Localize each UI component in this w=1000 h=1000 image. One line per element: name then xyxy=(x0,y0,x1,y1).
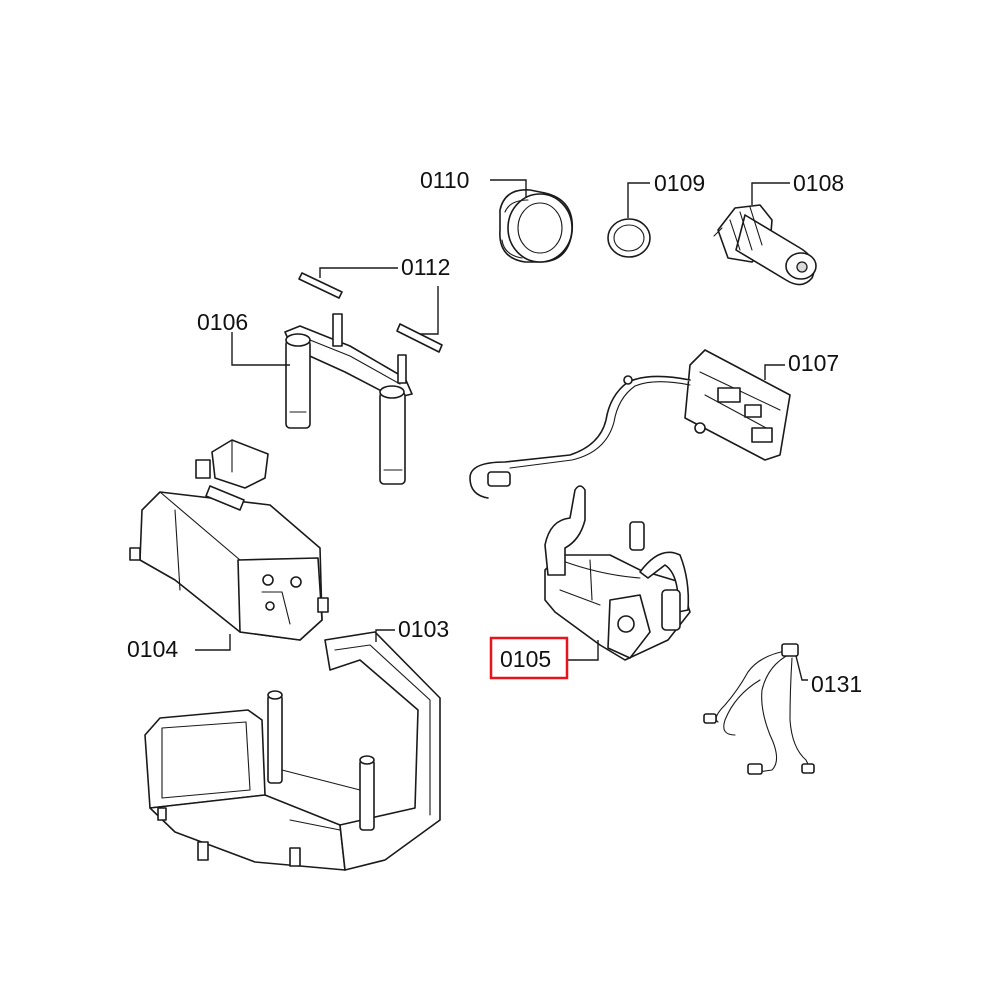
leader-0112b xyxy=(420,286,439,335)
leader-0104 xyxy=(195,634,231,651)
part-label-0109: 0109 xyxy=(654,170,705,196)
part-label-0131: 0131 xyxy=(811,671,862,697)
leader-0106 xyxy=(231,332,290,366)
part-0131-drawing[interactable] xyxy=(703,643,815,775)
leader-0103 xyxy=(375,629,395,642)
leader-0105 xyxy=(566,640,599,661)
part-label-0107: 0107 xyxy=(788,350,839,376)
leader-0131 xyxy=(795,655,808,681)
part-0104-drawing[interactable] xyxy=(129,439,329,641)
part-0103-drawing[interactable] xyxy=(144,631,441,871)
part-0109-drawing[interactable] xyxy=(607,218,651,258)
part-0108-drawing[interactable] xyxy=(713,204,817,286)
part-0105-highlight xyxy=(489,636,569,680)
part-label-0106: 0106 xyxy=(197,309,248,335)
part-label-0104: 0104 xyxy=(127,636,178,662)
part-label-0108: 0108 xyxy=(793,170,844,196)
part-label-0105: 0105 xyxy=(500,646,551,672)
part-label-0103: 0103 xyxy=(398,616,449,642)
part-label-0110: 0110 xyxy=(420,167,469,193)
leader-0110 xyxy=(490,179,527,198)
part-0112-drawing[interactable] xyxy=(298,272,443,353)
leader-0109 xyxy=(627,182,650,218)
part-label-0112: 0112 xyxy=(401,254,450,280)
part-0107-drawing[interactable] xyxy=(469,349,791,499)
leader-0107 xyxy=(764,364,785,380)
leader-0112 xyxy=(319,267,398,278)
part-0105-drawing[interactable] xyxy=(544,485,691,661)
part-0110-drawing[interactable] xyxy=(499,189,574,263)
part-0106-drawing[interactable] xyxy=(284,313,413,485)
leader-0108 xyxy=(751,182,790,205)
